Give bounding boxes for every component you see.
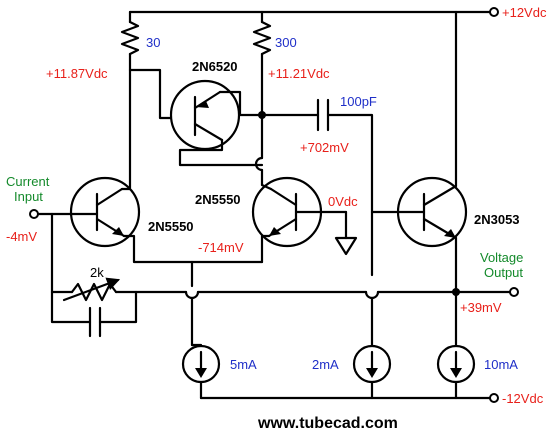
capacitor-icon <box>316 98 330 132</box>
current-source-icon <box>436 344 476 384</box>
q-pnp-label: 2N6520 <box>192 59 238 74</box>
pnp-transistor-icon <box>169 79 241 151</box>
q-mid-label: 2N5550 <box>195 192 241 207</box>
v1187-label: +11.87Vdc <box>46 66 108 81</box>
resistor-icon <box>70 282 118 302</box>
vplus-terminal-icon <box>489 7 499 17</box>
npn-transistor-icon <box>69 176 141 248</box>
v0-label: 0Vdc <box>328 194 358 209</box>
npn-transistor-icon <box>396 176 468 248</box>
input-label-line2: Input <box>14 189 43 204</box>
input-label-line1: Current <box>6 174 50 189</box>
input-terminal-icon <box>29 209 39 219</box>
v702-label: +702mV <box>300 140 349 155</box>
i10-label: 10mA <box>484 357 518 372</box>
ground-icon <box>334 210 358 256</box>
q-out-label: 2N3053 <box>474 212 520 227</box>
v39-label: +39mV <box>460 300 502 315</box>
vminus-terminal-icon <box>489 393 499 403</box>
resistor-icon <box>120 10 140 72</box>
output-terminal-icon <box>509 287 519 297</box>
resistor-icon <box>252 10 272 117</box>
q-in-label: 2N5550 <box>148 219 194 234</box>
r2k-label: 2k <box>90 265 104 280</box>
i2-label: 2mA <box>312 357 339 372</box>
vin-label: -4mV <box>6 229 37 244</box>
v714-label: -714mV <box>198 240 244 255</box>
vplus-label: +12Vdc <box>502 5 547 20</box>
current-source-icon <box>181 344 221 384</box>
r300-label: 300 <box>275 35 297 50</box>
r30-label: 30 <box>146 35 160 50</box>
capacitor-icon <box>88 306 102 338</box>
v1121-label: +11.21Vdc <box>268 66 330 81</box>
vminus-label: -12Vdc <box>502 391 544 406</box>
cap100-label: 100pF <box>340 94 377 109</box>
current-source-icon <box>352 344 392 384</box>
vout-label-line2: Output <box>484 265 523 280</box>
website-url[interactable]: www.tubecad.com <box>257 415 398 432</box>
vout-label-line1: Voltage <box>480 250 523 265</box>
i5-label: 5mA <box>230 357 257 372</box>
